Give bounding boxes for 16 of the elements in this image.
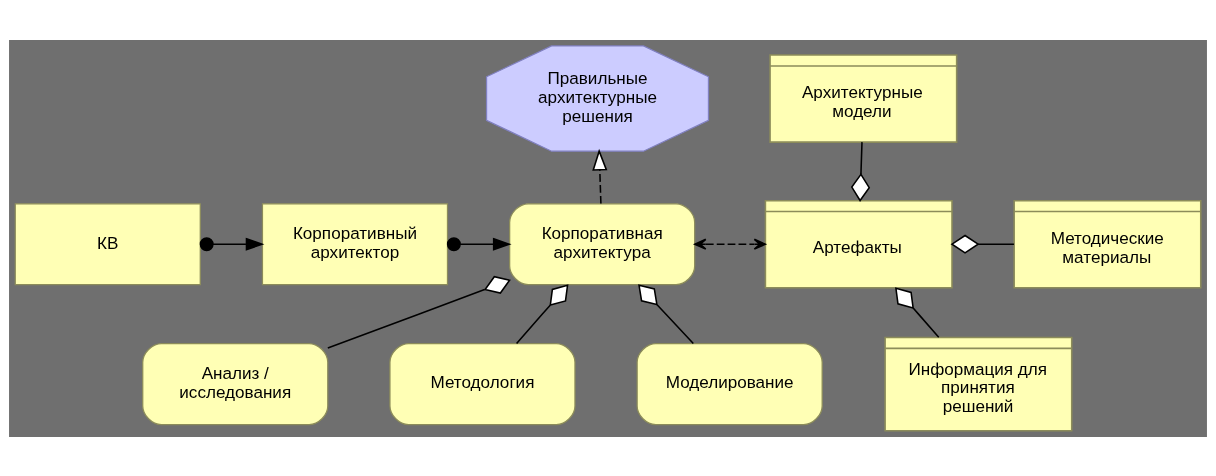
connector (895, 286, 940, 338)
node-box: КВ (14, 202, 201, 285)
node-box: Методология (389, 342, 576, 425)
arrow (199, 236, 265, 251)
connector (327, 275, 511, 349)
node-box: Моделирование (636, 342, 823, 425)
node-box: Корпоративный архитектор (261, 202, 449, 285)
arrow (446, 236, 512, 251)
connector (638, 283, 695, 344)
node-box: Корпоративная архитектура (509, 202, 696, 285)
connector (515, 283, 569, 344)
arrow (694, 238, 767, 250)
connector (950, 234, 1015, 254)
arrow (592, 148, 608, 204)
connector (850, 140, 871, 202)
node-box: Анализ / исследования (142, 342, 329, 425)
